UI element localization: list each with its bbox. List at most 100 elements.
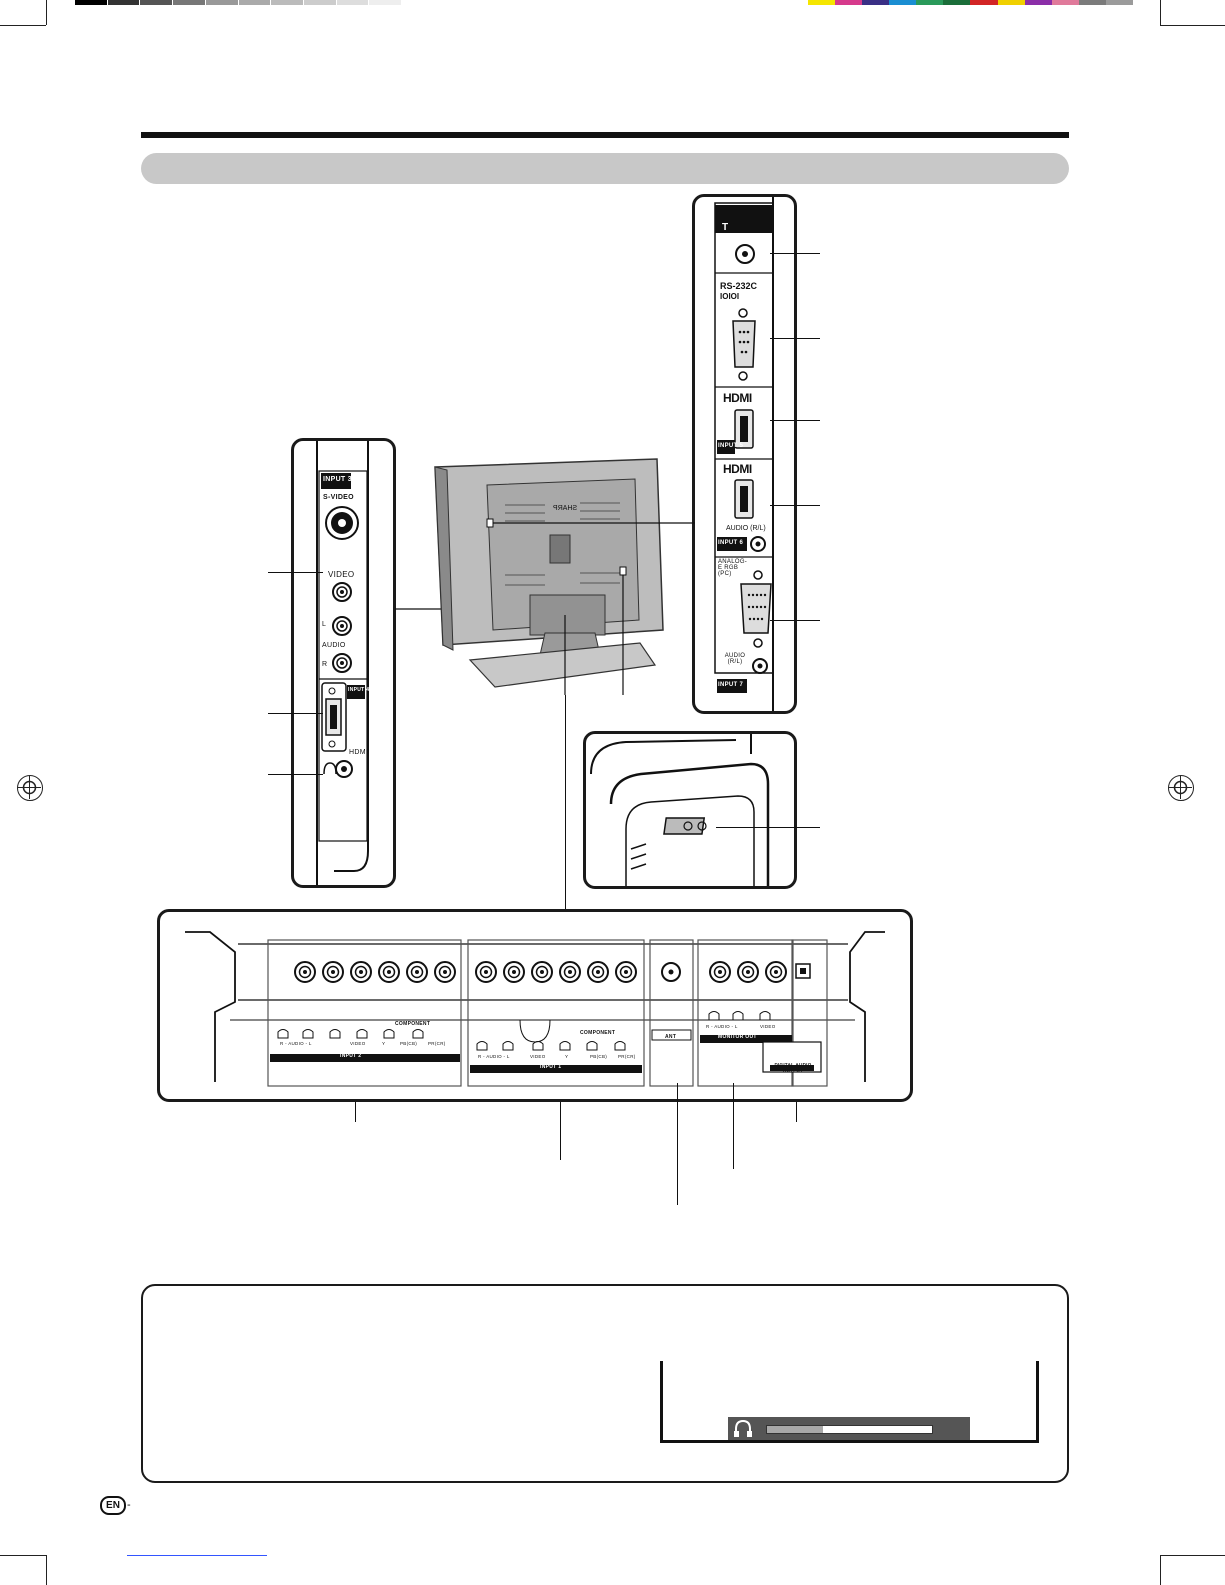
input1-jack-label: Y (565, 1054, 569, 1059)
rca-jack (568, 970, 572, 974)
print-color-bar (808, 0, 1133, 5)
crop-mark (1160, 1555, 1161, 1585)
rca-jack (387, 970, 391, 974)
leader-line (770, 505, 820, 506)
jack-symbol-icon (383, 1029, 395, 1039)
input6-label: INPUT 6 (718, 540, 744, 546)
jack-symbol-icon (277, 1029, 289, 1039)
crop-mark (0, 25, 46, 26)
input2-jack-label: R - AUDIO - L (280, 1041, 312, 1046)
leader-line (565, 695, 566, 910)
osd-volume-bar (728, 1417, 970, 1440)
input2-jack-label: Y (382, 1041, 386, 1046)
print-color-swatch (835, 0, 863, 5)
hdmi-logo: HDMI (723, 391, 752, 405)
jack-symbol-icon (708, 1011, 720, 1021)
rca-jack (507, 965, 521, 979)
rca-jack (298, 965, 312, 979)
osd-level-fill (767, 1426, 823, 1433)
bottom-terminal-panel: COMPONENT COMPONENT INPUT 2 INPUT 1 ANT … (157, 909, 913, 1102)
rca-jack (443, 970, 447, 974)
leader-line (770, 420, 820, 421)
leader-line (355, 1102, 356, 1122)
jack-symbol-icon (586, 1041, 598, 1051)
jack-symbol-icon (476, 1041, 488, 1051)
monitor-out-title: MONITOR OUT (718, 1034, 757, 1040)
input1-title: INPUT 1 (540, 1064, 562, 1070)
print-grey-bar (75, 0, 403, 5)
print-color-swatch (1078, 0, 1106, 5)
audio-label: AUDIO (322, 642, 346, 649)
right-terminal-panel: T RS-232C IOIOI (692, 194, 797, 714)
registration-mark (1168, 775, 1194, 801)
leader-line (268, 713, 323, 714)
leader-line (268, 774, 323, 775)
print-color-swatch (862, 0, 890, 5)
tv-back-illustration: SHARP (395, 455, 695, 730)
rca-jack (741, 965, 755, 979)
input1-jack-label: PR(CR) (618, 1054, 636, 1059)
rca-jack (591, 965, 605, 979)
rca-jack (331, 970, 335, 974)
language-badge: EN (100, 1496, 126, 1515)
svideo-label: S-VIDEO (323, 494, 354, 501)
jack-symbol-icon (412, 1029, 424, 1039)
analog-rgb-label: ANALOG-E RGB (PC) (718, 559, 748, 577)
rca-jack (540, 970, 544, 974)
input2-jack-label: PR(CR) (428, 1041, 446, 1046)
jack-symbol-icon (759, 1011, 771, 1021)
audio-rl-label: AUDIO (R/L) (726, 525, 766, 532)
crop-mark (1160, 25, 1225, 26)
jack-symbol-icon (356, 1029, 368, 1039)
leader-line (268, 572, 323, 573)
print-color-swatch (1105, 0, 1133, 5)
crop-mark (1160, 1555, 1225, 1556)
rca-jack (624, 970, 628, 974)
rs232c-symbol: IOIOI (720, 292, 740, 301)
osd-level-track (766, 1425, 933, 1434)
print-color-swatch (916, 0, 944, 5)
input1-jack-label: R - AUDIO - L (478, 1054, 510, 1059)
hdmi-label: HDMI (349, 749, 369, 756)
svg-text:T: T (722, 222, 728, 233)
rca-jack (326, 965, 340, 979)
leader-line (770, 338, 820, 339)
input2-jack-label: VIDEO (350, 1041, 366, 1046)
rca-jack (769, 965, 783, 979)
jack-symbol-icon (614, 1041, 626, 1051)
page-number-suffix: - (127, 1499, 131, 1511)
rca-jack (718, 970, 722, 974)
input3-label: INPUT 3 (323, 476, 352, 483)
jack-symbol-icon (302, 1029, 314, 1039)
leader-line (770, 253, 820, 254)
rca-jack (512, 970, 516, 974)
headphone-icon (732, 1419, 754, 1439)
rca-jack (415, 970, 419, 974)
jack-symbol-icon (559, 1041, 571, 1051)
jack-symbol-icon (532, 1041, 544, 1051)
input4-label: INPUT 4 (348, 687, 370, 693)
rca-jack (438, 965, 452, 979)
rca-jack (596, 970, 600, 974)
crop-mark (1160, 0, 1161, 25)
rca-jack (479, 965, 493, 979)
note-box (141, 1284, 1069, 1483)
rca-jack (382, 965, 396, 979)
component-label: COMPONENT (395, 1021, 431, 1027)
input1-jack-label: PB(CB) (590, 1054, 608, 1059)
rca-jack (774, 970, 778, 974)
tv-back-logo: SHARP (553, 505, 578, 512)
input7-label: INPUT 7 (718, 682, 744, 688)
jack-symbol-icon (329, 1029, 341, 1039)
input2-title: INPUT 2 (340, 1053, 362, 1059)
jack-symbol-icon (502, 1041, 514, 1051)
print-color-swatch (808, 0, 836, 5)
rs232c-label: RS-232C (720, 281, 758, 291)
rca-jack (535, 965, 549, 979)
monitor_out-jack-label: VIDEO (760, 1024, 776, 1029)
print-color-swatch (997, 0, 1025, 5)
rca-jack (713, 965, 727, 979)
print-color-swatch (889, 0, 917, 5)
left-terminal-panel: INPUT 3 S-VIDEO VIDEO L AUDIO R INPUT 4 … (291, 438, 396, 888)
footer-link-underline (127, 1555, 267, 1556)
